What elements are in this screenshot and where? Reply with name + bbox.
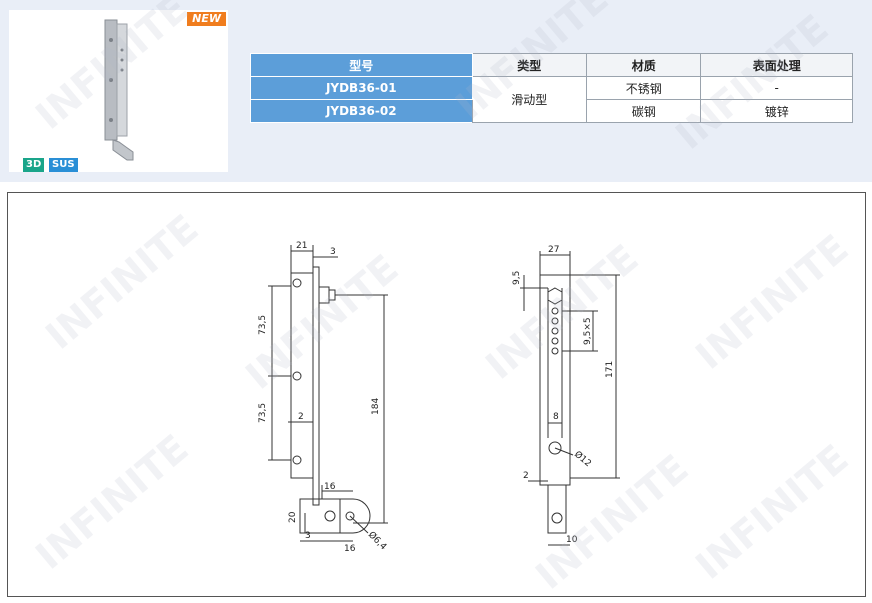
material-cell: 不锈钢	[585, 76, 702, 100]
new-badge: NEW	[187, 12, 226, 26]
dim-8: 8	[553, 412, 559, 422]
technical-drawing-frame: 21 3 73,5 73,5 184 2 16 20 3 16 Ø6,4 27 …	[7, 192, 866, 597]
dim-16-upper: 16	[324, 482, 336, 492]
dim-73-5-lower: 73,5	[258, 403, 268, 423]
3d-tag[interactable]: 3D	[23, 158, 45, 172]
table-row: JYDB36-02 碳钢 镀锌	[250, 99, 853, 123]
dim-3-lower: 3	[305, 531, 311, 541]
spec-table: 型号 类型 材质 表面处理 JYDB36-01 滑动型 不锈钢 - JYDB36…	[250, 53, 853, 123]
dim-9-5: 9,5	[512, 271, 522, 285]
dim-21: 21	[296, 241, 307, 251]
table-header-row: 型号 类型 材质 表面处理	[250, 53, 853, 77]
technical-drawing: 21 3 73,5 73,5 184 2 16 20 3 16 Ø6,4 27 …	[258, 241, 620, 554]
dim-9-5x5: 9,5×5	[583, 317, 593, 345]
header-material: 材质	[585, 53, 702, 77]
dim-184: 184	[371, 398, 381, 415]
finish-cell: 镀锌	[700, 99, 853, 123]
table-row: JYDB36-01 滑动型 不锈钢 -	[250, 76, 853, 123]
header-model: 型号	[250, 53, 473, 77]
finish-cell: -	[700, 76, 853, 100]
dim-dia-12: Ø12	[572, 449, 593, 469]
dim-73-5-upper: 73,5	[258, 315, 268, 335]
dim-dia-6-4: Ø6,4	[366, 529, 389, 552]
sus-tag: SUS	[49, 158, 78, 172]
dim-2-left: 2	[298, 412, 304, 422]
header-finish: 表面处理	[700, 53, 853, 77]
dim-20: 20	[288, 511, 298, 523]
dim-27: 27	[548, 245, 559, 255]
type-cell: 滑动型	[471, 76, 587, 123]
dim-2-right: 2	[523, 471, 529, 481]
dim-10: 10	[566, 535, 578, 545]
material-cell: 碳钢	[585, 99, 702, 123]
dim-16-lower: 16	[344, 544, 356, 554]
product-header-band: NEW 3D SUS 型号 类型 材质 表面处理 JYDB36-01 滑动型 不…	[0, 0, 872, 182]
product-photo-panel: NEW 3D SUS	[9, 10, 228, 172]
header-type: 类型	[471, 53, 587, 77]
dim-171: 171	[605, 361, 615, 378]
dim-3: 3	[330, 247, 336, 257]
product-photo	[104, 19, 134, 161]
model-cell: JYDB36-01	[250, 76, 473, 100]
model-cell: JYDB36-02	[250, 99, 473, 123]
